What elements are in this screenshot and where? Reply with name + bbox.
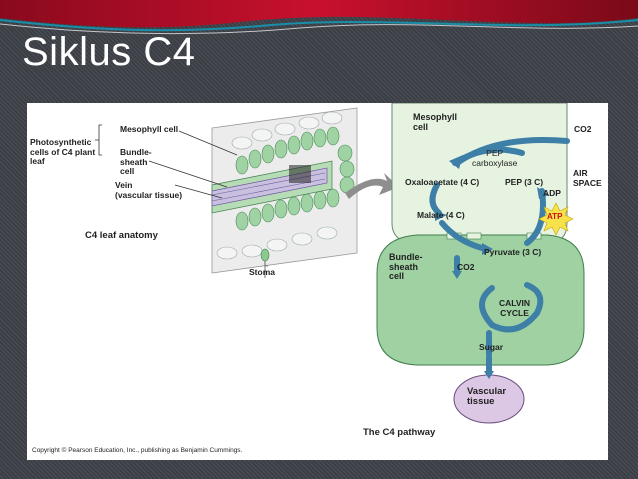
label-co2-in: CO2: [574, 124, 592, 134]
label-co2-bundle: CO2: [457, 262, 475, 272]
label-sugar: Sugar: [479, 342, 504, 352]
label-pyruvate: Pyruvate (3 C): [484, 247, 542, 257]
label-air-space: AIR SPACE: [573, 168, 602, 188]
label-atp: ATP: [547, 212, 563, 221]
leaf-anatomy-drawing: [95, 107, 399, 278]
copyright-note: Copyright © Pearson Education, Inc., pub…: [32, 447, 243, 454]
label-pep-carboxylase: PEP carboxylase: [472, 148, 518, 168]
label-photosynthetic-cells: Photosynthetic cells of C4 plant leaf: [30, 137, 96, 166]
label-vein: Vein (vascular tissue): [115, 180, 183, 200]
label-malate: Malate (4 C): [417, 210, 465, 220]
label-mesophyll-cell-pathway: Mesophyll cell: [413, 112, 458, 132]
label-vascular-tissue: Vascular tissue: [467, 386, 507, 407]
label-adp: ADP: [543, 188, 561, 198]
label-oxaloacetate: Oxaloacetate (4 C): [405, 177, 480, 187]
label-calvin-cycle: CALVIN CYCLE: [499, 298, 531, 318]
label-bundle-sheath-cell: Bundle- sheath cell: [120, 147, 152, 176]
label-pep: PEP (3 C): [505, 177, 544, 187]
slide-title: Siklus C4: [22, 30, 196, 74]
caption-c4-pathway: The C4 pathway: [363, 427, 436, 438]
figure-panel: Photosynthetic cells of C4 plant leaf Me…: [27, 103, 608, 460]
c4-pathway-diagram: [376, 103, 585, 424]
caption-leaf-anatomy: C4 leaf anatomy: [85, 230, 158, 241]
label-stoma: Stoma: [249, 267, 275, 277]
banner-waves: [0, 0, 638, 35]
label-bundle-sheath-pathway: Bundle- sheath cell: [389, 252, 423, 281]
label-mesophyll-cell: Mesophyll cell: [120, 124, 179, 134]
title-banner: [0, 0, 638, 95]
